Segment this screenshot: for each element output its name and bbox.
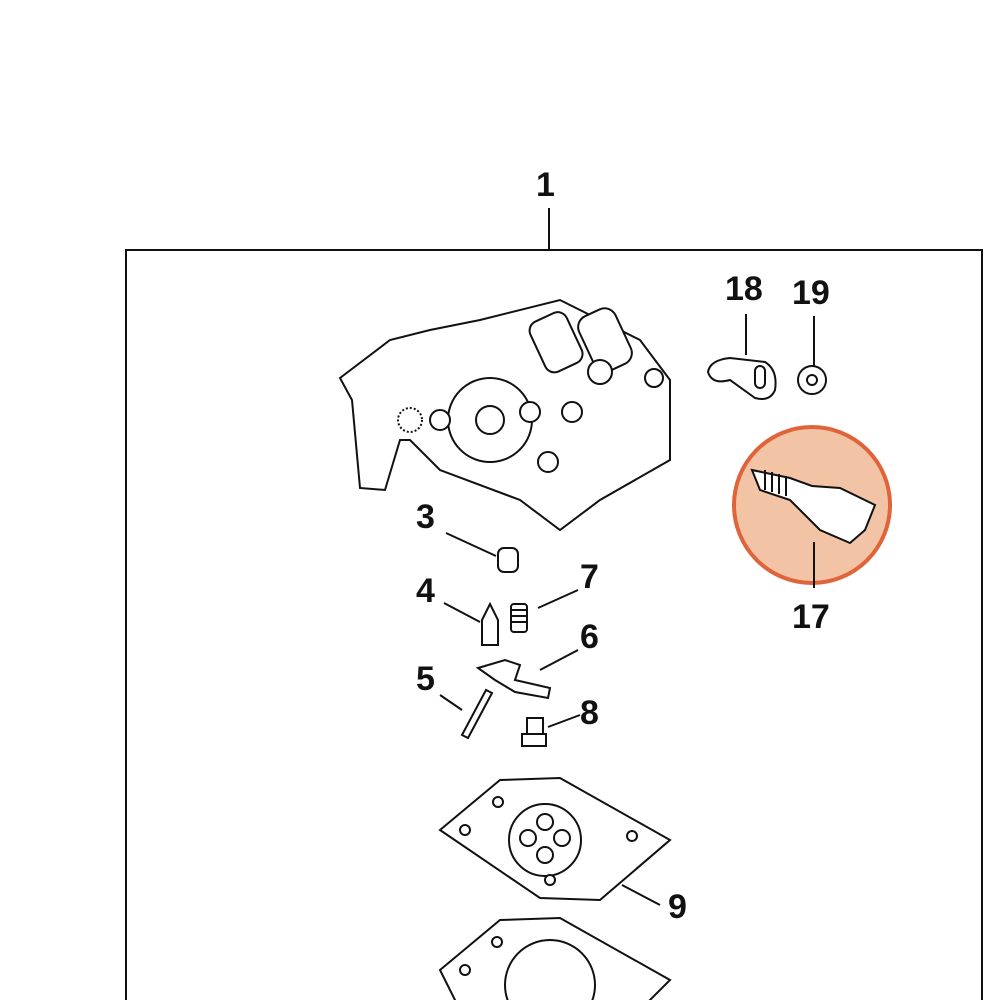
part-5-pin[interactable] bbox=[439, 688, 494, 740]
part-19-screw[interactable] bbox=[797, 316, 827, 395]
label-part-3[interactable]: 3 bbox=[416, 498, 435, 536]
part-18-lever[interactable] bbox=[706, 314, 777, 400]
part-gasket-lower[interactable] bbox=[438, 916, 672, 1000]
part-6-lever[interactable] bbox=[475, 649, 579, 700]
part-3[interactable] bbox=[445, 532, 519, 573]
label-part-8[interactable]: 8 bbox=[580, 694, 599, 732]
label-part-4[interactable]: 4 bbox=[416, 572, 435, 610]
label-part-6[interactable]: 6 bbox=[580, 618, 599, 656]
part-8-screw[interactable] bbox=[521, 714, 581, 747]
carburetor-body[interactable] bbox=[338, 298, 671, 532]
part-9-gasket[interactable] bbox=[438, 776, 672, 906]
assembly-frame bbox=[125, 249, 983, 1000]
part-7-spring[interactable] bbox=[510, 589, 579, 633]
label-part-5[interactable]: 5 bbox=[416, 660, 435, 698]
label-part-1[interactable]: 1 bbox=[536, 166, 555, 204]
label-part-9[interactable]: 9 bbox=[668, 888, 687, 926]
label-part-19[interactable]: 19 bbox=[792, 274, 830, 312]
part-4-needle[interactable] bbox=[443, 601, 499, 646]
part-17-highlight[interactable] bbox=[732, 425, 892, 588]
label-part-17[interactable]: 17 bbox=[792, 598, 830, 636]
label-part-7[interactable]: 7 bbox=[580, 558, 599, 596]
label-part-18[interactable]: 18 bbox=[725, 270, 763, 308]
